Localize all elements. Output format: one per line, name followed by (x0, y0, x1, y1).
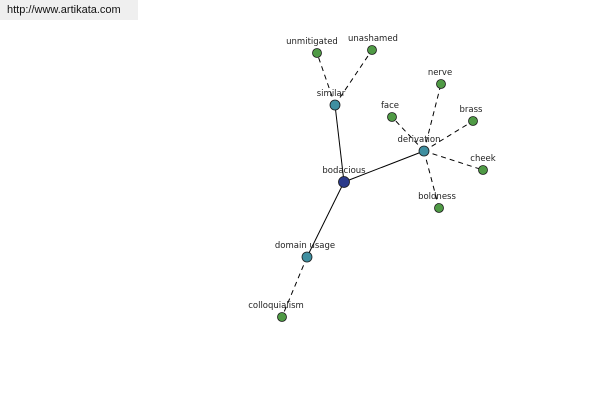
node-label-unmitigated: unmitigated (286, 37, 338, 47)
edge-derivation-face (391, 116, 425, 152)
node-label-bodacious: bodacious (322, 166, 366, 176)
node-brass[interactable] (468, 116, 478, 126)
node-label-domain-usage: domain usage (275, 241, 335, 251)
node-face[interactable] (387, 112, 397, 122)
edges-layer (281, 49, 484, 318)
source-url-text: http://www.artikata.com (7, 4, 121, 16)
nodes-layer (277, 45, 488, 322)
edge-bodacious-domain-usage (306, 181, 345, 258)
edge-derivation-brass (423, 120, 474, 152)
edge-similar-unmitigated (316, 52, 336, 106)
node-colloquialism[interactable] (277, 312, 287, 322)
edge-bodacious-similar (334, 104, 345, 183)
node-label-nerve: nerve (428, 68, 452, 78)
node-label-colloquialism: colloquialism (248, 301, 304, 311)
node-label-similar: similar (317, 89, 346, 99)
node-cheek[interactable] (478, 165, 488, 175)
node-label-unashamed: unashamed (348, 34, 398, 44)
node-similar[interactable] (329, 99, 341, 111)
edge-derivation-boldness (423, 150, 440, 209)
node-label-boldness: boldness (418, 192, 456, 202)
node-bodacious[interactable] (338, 176, 350, 188)
edge-similar-unashamed (334, 49, 373, 106)
edge-domain-usage-colloquialism (281, 256, 308, 318)
node-label-cheek: cheek (470, 154, 496, 164)
node-unmitigated[interactable] (312, 48, 322, 58)
node-domain-usage[interactable] (301, 251, 313, 263)
source-url-banner: http://www.artikata.com (0, 0, 138, 20)
node-boldness[interactable] (434, 203, 444, 213)
edge-derivation-nerve (423, 83, 442, 152)
node-label-brass: brass (460, 105, 484, 115)
edge-bodacious-derivation (343, 150, 425, 183)
node-derivation[interactable] (418, 145, 430, 157)
node-unashamed[interactable] (367, 45, 377, 55)
node-label-face: face (381, 101, 399, 111)
node-nerve[interactable] (436, 79, 446, 89)
edge-derivation-cheek (423, 150, 484, 171)
node-label-derivation: derivation (397, 135, 440, 145)
labels-layer: bodacious similar derivation domain usage un… (248, 34, 496, 311)
